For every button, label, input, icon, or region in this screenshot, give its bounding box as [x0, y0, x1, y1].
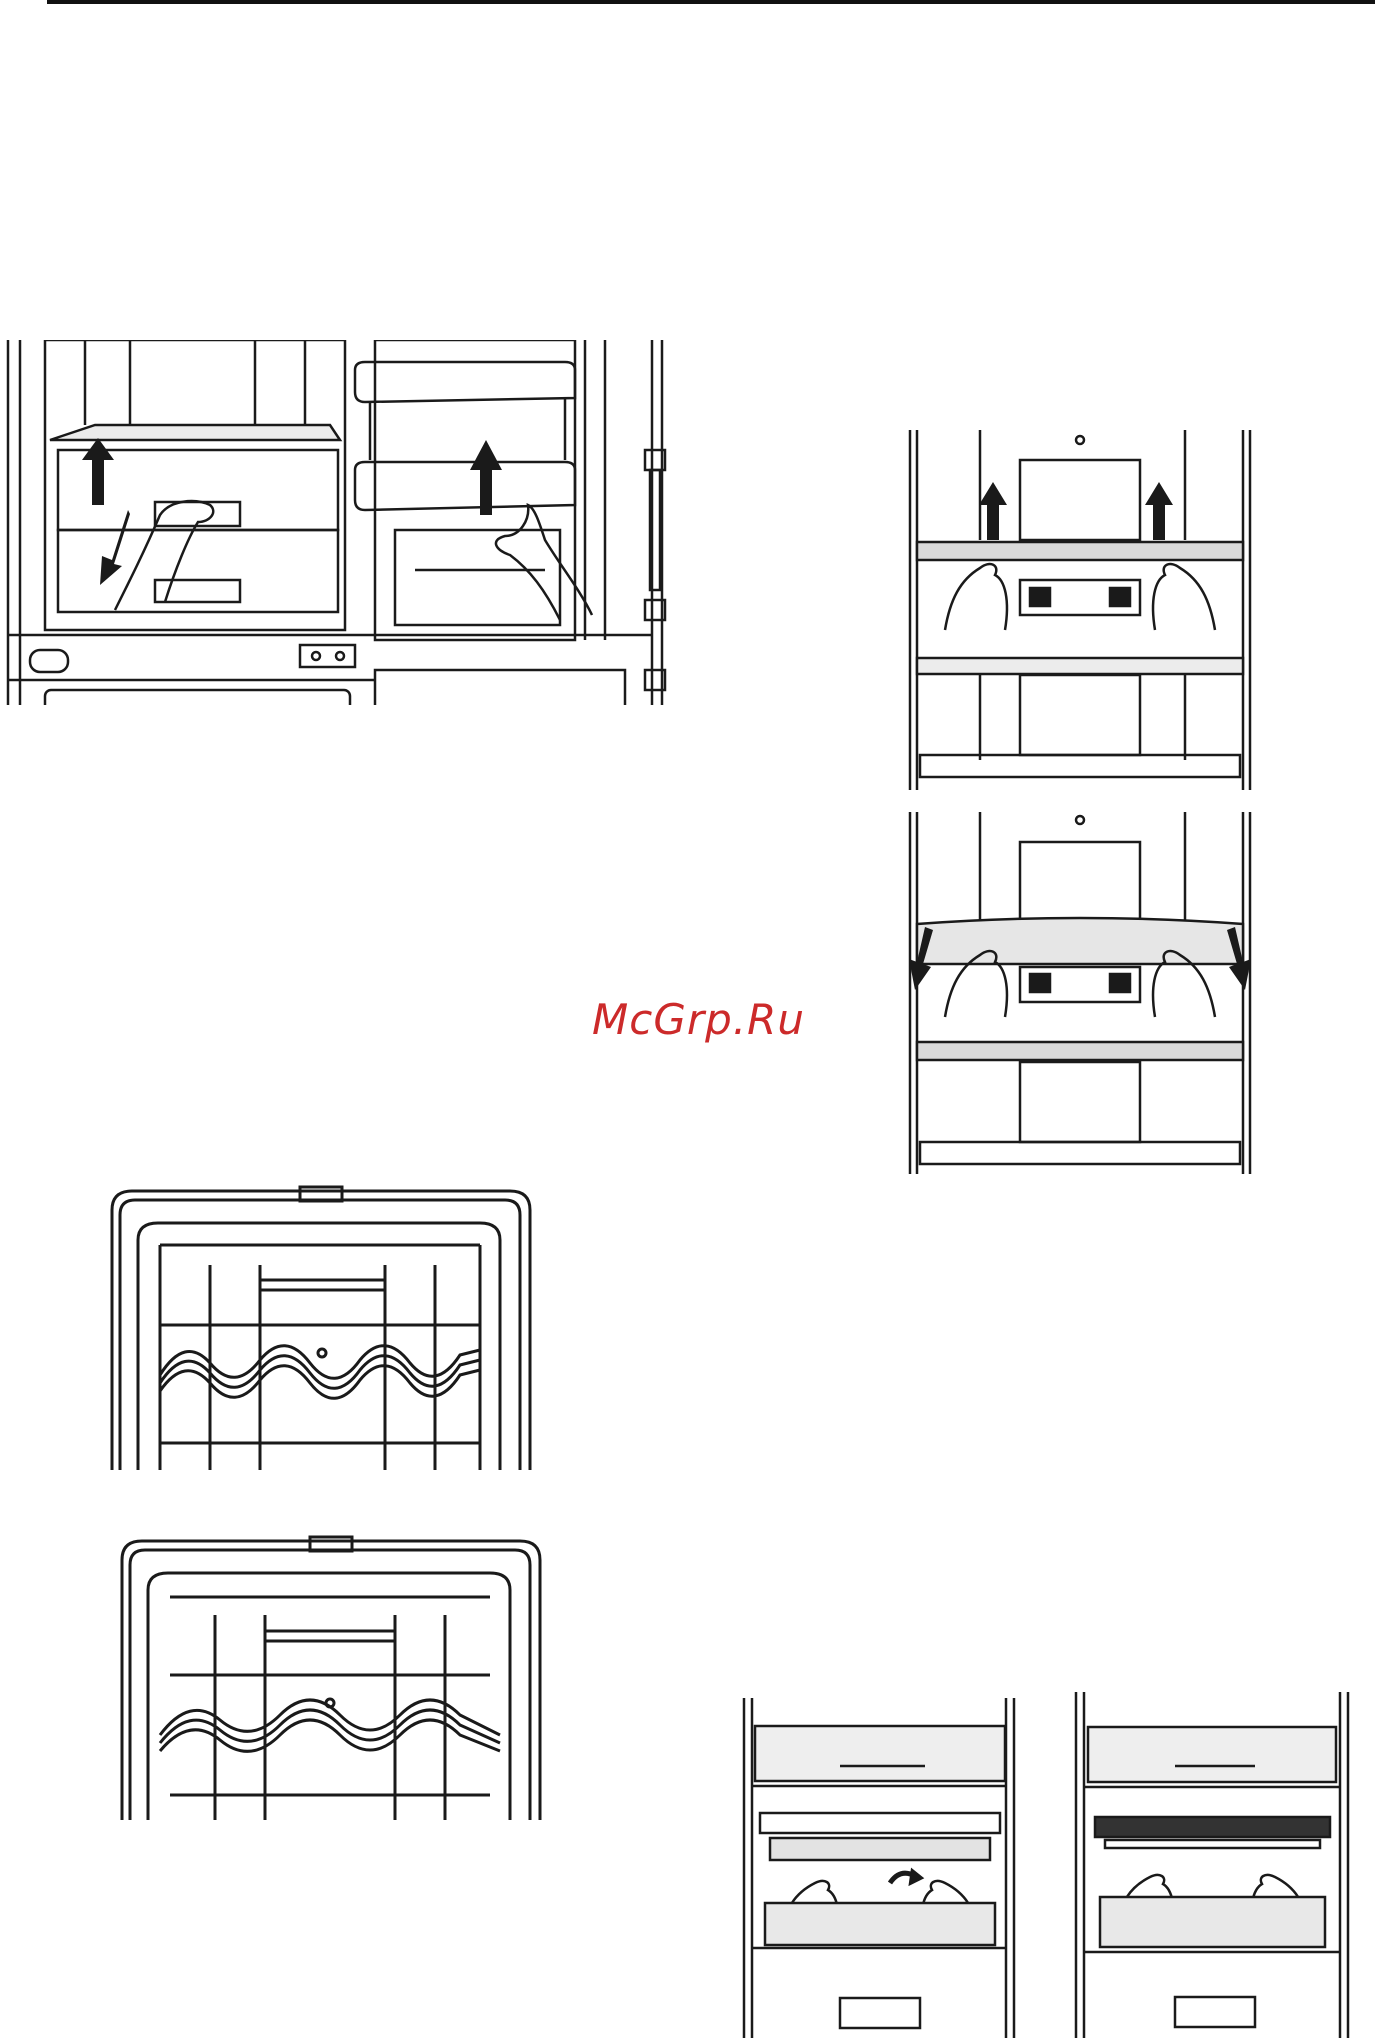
- wine-rack-lower-illustration: [110, 1535, 550, 1820]
- watermark-text: McGrp.Ru: [592, 995, 805, 1044]
- crisper-flip-illustration: [740, 1698, 1018, 2038]
- drawer-removal-illustration: [0, 340, 675, 705]
- shelf-lower-illustration: [905, 812, 1255, 1174]
- wine-rack-upper-illustration: [100, 1185, 540, 1470]
- shelf-lift-illustration: [905, 430, 1255, 790]
- top-rule: [47, 0, 1375, 4]
- crisper-insert-illustration: [1070, 1692, 1375, 2038]
